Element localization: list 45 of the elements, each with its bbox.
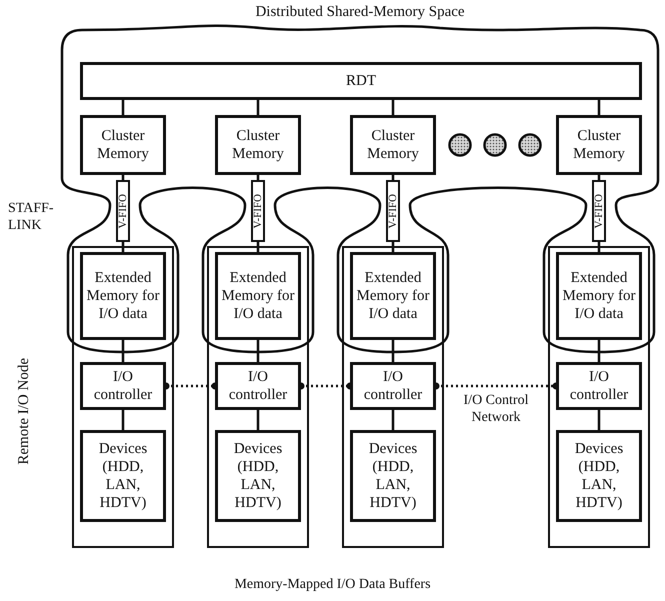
extended-memory-box: Extended Memory for I/O data <box>350 252 436 340</box>
connector-line <box>256 100 260 115</box>
cluster-memory-box: Cluster Memory <box>80 115 166 175</box>
extended-memory-box: Extended Memory for I/O data <box>556 252 642 340</box>
devices-box: Devices (HDD, LAN, HDTV) <box>350 430 436 522</box>
memory-space-title: Distributed Shared-Memory Space <box>254 4 466 21</box>
io-controller-box: I/O controller <box>215 362 301 410</box>
io-controller-box: I/O controller <box>80 362 166 410</box>
connector-line <box>392 242 394 252</box>
connector-line <box>598 100 600 115</box>
v-fifo-box: V-FIFO <box>386 180 400 242</box>
v-fifo-box: V-FIFO <box>116 180 130 242</box>
connector-line <box>256 410 260 430</box>
v-fifo-box: V-FIFO <box>592 180 606 242</box>
connector-line <box>392 175 394 180</box>
devices-box: Devices (HDD, LAN, HDTV) <box>215 430 301 522</box>
connector-line <box>256 340 260 362</box>
connector-line <box>598 340 600 362</box>
connector-line <box>392 100 394 115</box>
connector-line <box>598 410 600 430</box>
cluster-memory-box: Cluster Memory <box>556 115 642 175</box>
extended-memory-box: Extended Memory for I/O data <box>215 252 301 340</box>
connector-line <box>122 410 124 430</box>
connector-line <box>392 340 394 362</box>
staff-link-label: STAFF-LINK <box>8 200 55 234</box>
io-controller-box: I/O controller <box>350 362 436 410</box>
extended-memory-box: Extended Memory for I/O data <box>80 252 166 340</box>
cluster-memory-box: Cluster Memory <box>350 115 436 175</box>
cluster-memory-box: Cluster Memory <box>215 115 301 175</box>
devices-box: Devices (HDD, LAN, HDTV) <box>80 430 166 522</box>
connector-line <box>122 340 124 362</box>
connector-line <box>122 175 124 180</box>
remote-node-label: Remote I/O Node <box>16 358 33 465</box>
devices-box: Devices (HDD, LAN, HDTV) <box>556 430 642 522</box>
connector-line <box>256 175 260 180</box>
buffers-caption: Memory-Mapped I/O Data Buffers <box>233 576 432 593</box>
rdt-box: RDT <box>80 62 642 100</box>
connector-line <box>598 175 600 180</box>
connector-line <box>122 242 124 252</box>
io-controller-box: I/O controller <box>556 362 642 410</box>
connector-line <box>598 242 600 252</box>
connector-line <box>392 410 394 430</box>
connector-line <box>122 100 124 115</box>
v-fifo-box: V-FIFO <box>251 180 265 242</box>
connector-line <box>256 242 260 252</box>
